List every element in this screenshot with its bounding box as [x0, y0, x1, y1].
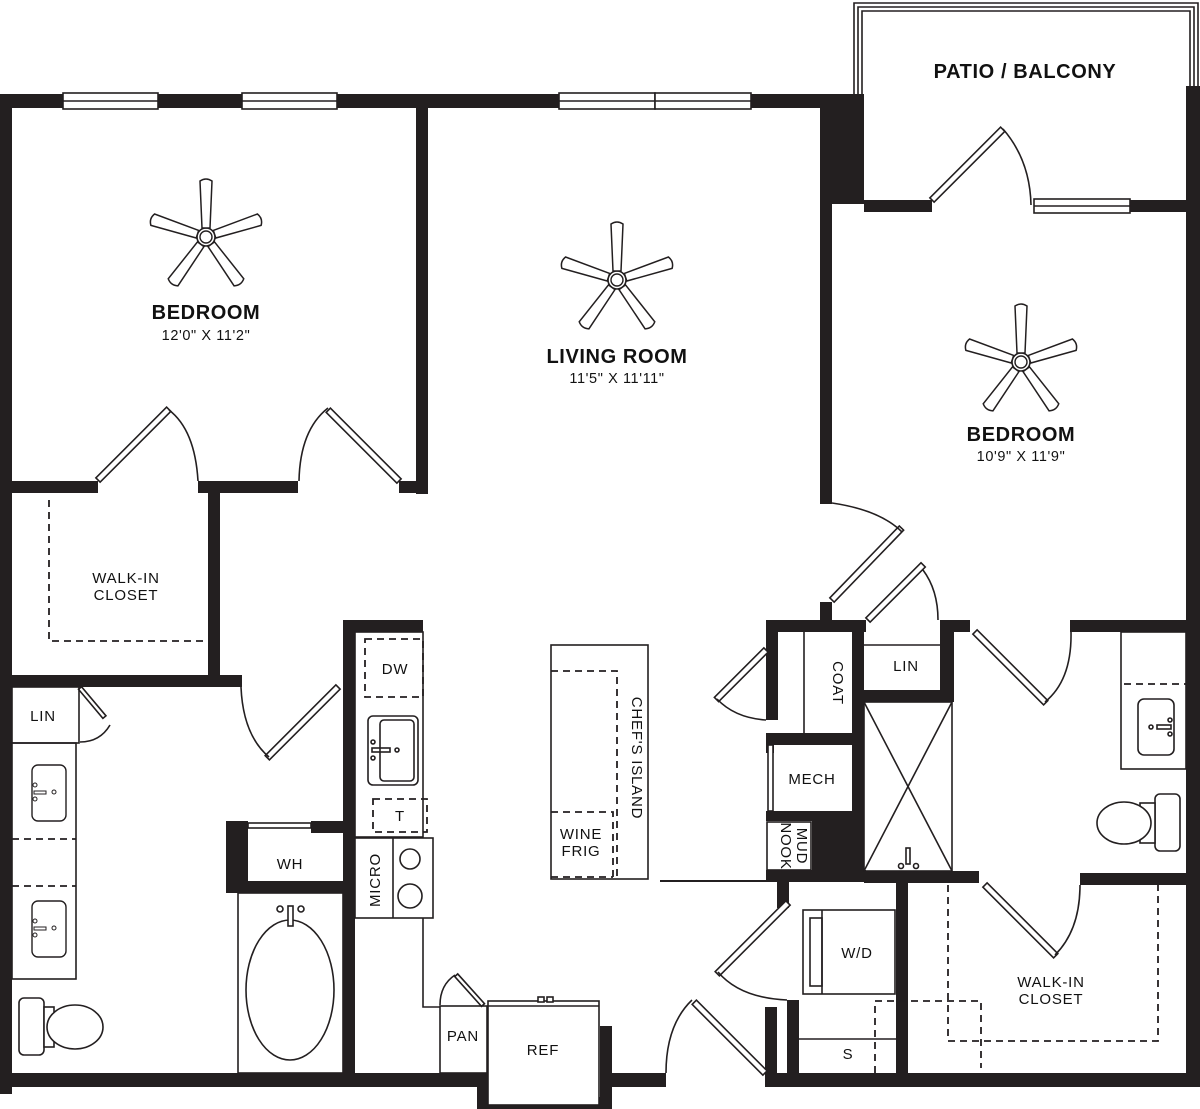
wd-label: W/D: [841, 945, 873, 962]
range-and-micro: [354, 837, 434, 919]
lin-left-label: LIN: [30, 708, 56, 725]
chefs-island: [550, 644, 649, 880]
vanity-left: [11, 742, 77, 980]
sink-icon: [31, 900, 67, 958]
trash-bin: [372, 798, 428, 833]
room-name-patio: PATIO / BALCONY: [934, 61, 1117, 83]
room-dims-bedroom-left: 12'0" X 11'2": [162, 328, 251, 344]
micro-label: MICRO: [367, 853, 384, 907]
refrigerator: [487, 996, 600, 1106]
counter-edge: [422, 918, 440, 1008]
mud-nook-label-1: MUD: [793, 828, 810, 865]
toilet-icon: [1096, 793, 1181, 852]
pan-label: PAN: [447, 1028, 479, 1045]
ceiling-fan-icon: [559, 221, 675, 332]
washer-dryer: [802, 909, 896, 995]
walls: [0, 86, 1200, 1109]
vanity-right: [1120, 631, 1187, 770]
sink-icon: [31, 764, 67, 822]
room-dims-bedroom-right: 10'9" X 11'9": [977, 449, 1066, 465]
bathtub-icon: [237, 892, 344, 1074]
walk-in-closet-right-label-2: CLOSET: [1019, 991, 1084, 1008]
mud-nook-label-2: NOOK: [777, 822, 794, 869]
lin-right-label: LIN: [893, 658, 919, 675]
room-name-bedroom-left: BEDROOM: [152, 302, 261, 324]
kitchen-counter: [354, 631, 424, 838]
toilet-icon: [18, 997, 104, 1056]
ceiling-fan-icon: [148, 178, 264, 289]
sink-icon: [367, 715, 419, 786]
room-name-bedroom-right: BEDROOM: [967, 424, 1076, 446]
closet-shelf-outline: [947, 885, 1159, 1042]
wine-frig-label-1: WINE: [560, 826, 602, 843]
cooktop-icon: [397, 848, 423, 909]
chefs-island-label: CHEF'S ISLAND: [628, 697, 645, 819]
mud-nook: [766, 821, 812, 871]
walk-in-closet-left-label: WALK-IN: [92, 570, 160, 587]
pantry: [439, 1005, 488, 1074]
dishwasher: [364, 638, 424, 698]
ceiling-fan-icon: [963, 303, 1079, 414]
mech-label: MECH: [788, 771, 835, 788]
storage-outline: [874, 1000, 982, 1073]
s-label: S: [843, 1046, 854, 1063]
coat-label: COAT: [829, 661, 846, 705]
door-swing-icon: [77, 126, 1081, 1077]
walk-in-closet-right-label: WALK-IN: [1017, 974, 1085, 991]
window-icon: [62, 92, 1131, 829]
wine-frig-label-2: FRIG: [561, 843, 600, 860]
patio-railing: [853, 2, 1199, 94]
room-name-living-room: LIVING ROOM: [546, 346, 687, 368]
shower-icon: [863, 701, 953, 872]
closet-shelf-outline: [48, 500, 208, 642]
walk-in-closet-left-label-2: CLOSET: [94, 587, 159, 604]
sink-icon: [1137, 698, 1175, 756]
dw-label: DW: [382, 661, 409, 678]
room-dims-living-room: 11'5" X 11'11": [569, 371, 664, 387]
ref-label: REF: [527, 1042, 559, 1059]
wh-label: WH: [277, 856, 304, 873]
t-label: T: [395, 808, 405, 825]
